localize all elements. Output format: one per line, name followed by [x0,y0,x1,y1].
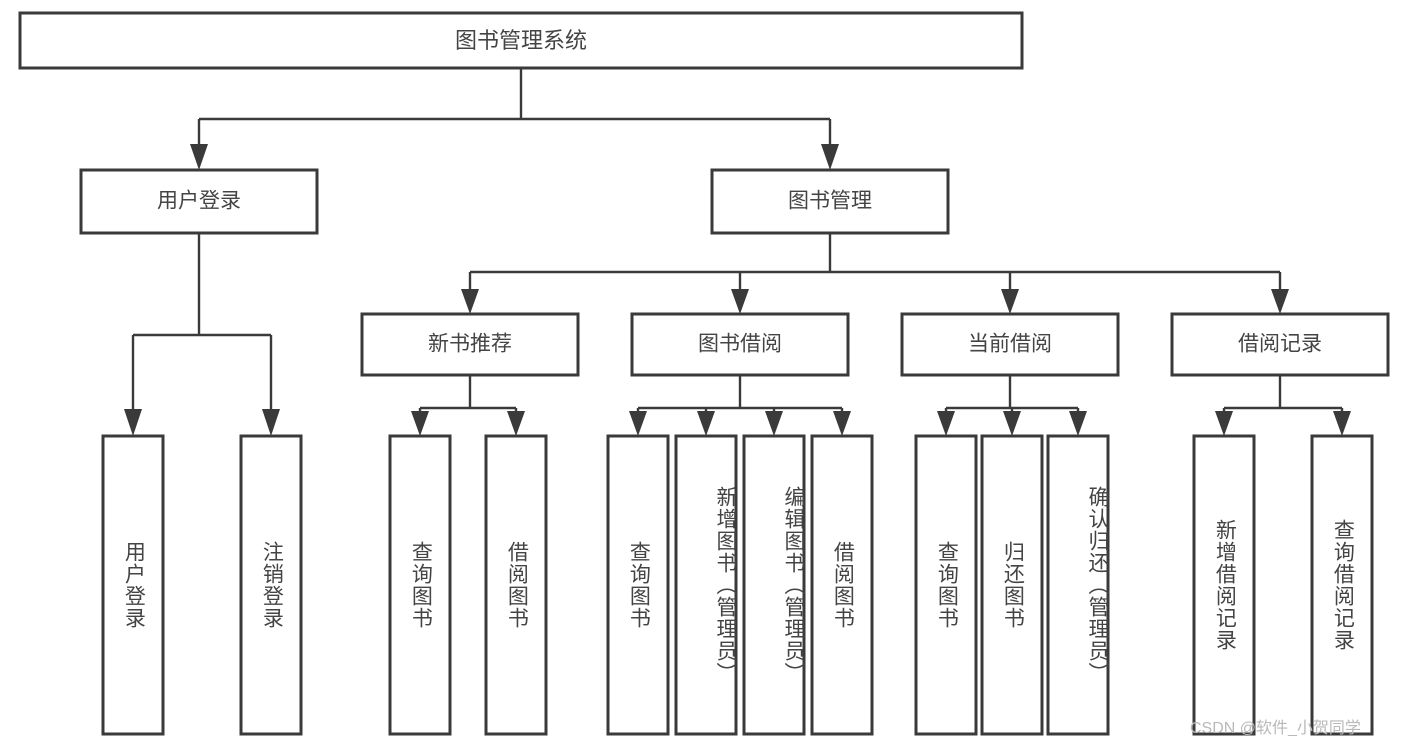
arrow-head-book-manage [821,144,839,170]
leaf-box-layer [101,434,1374,736]
node-leaf-query-book-3-box[interactable] [914,434,978,736]
arrow-head-leaf-query-record [1333,411,1351,436]
arrow-head-leaf-user-login [124,409,142,436]
node-leaf-add-record-box[interactable] [1192,434,1256,736]
node-leaf-borrow-book-1-box[interactable] [484,434,548,736]
node-leaf-user-login-box[interactable] [101,434,165,736]
node-book-borrow-box[interactable] [630,312,850,377]
node-book-manage-label: 图书管理 [788,190,872,213]
arrow-head-leaf-borrow-book-1 [507,411,525,436]
arrow-head-leaf-confirm-return [1069,411,1087,436]
node-book-manage-box[interactable] [710,168,950,235]
node-root-box[interactable] [18,11,1024,70]
node-new-book-recommend-label: 新书推荐 [428,333,512,356]
arrow-head-leaf-query-book-2 [629,411,647,436]
arrow-head-leaf-query-book-3 [937,411,955,436]
node-current-borrow-box[interactable] [900,312,1120,377]
arrow-head-leaf-logout [262,409,280,436]
node-new-book-recommend-box[interactable] [360,312,580,377]
node-leaf-logout-box[interactable] [239,434,303,736]
node-user-login[interactable]: 用户登录 [79,168,319,235]
node-borrow-record[interactable]: 借阅记录 [1170,312,1390,377]
arrow-head-leaf-return-book [1003,411,1021,436]
node-leaf-add-book-box[interactable] [674,434,738,736]
node-leaf-query-book-1-box[interactable] [388,434,452,736]
node-leaf-edit-book-box[interactable] [742,434,806,736]
node-book-borrow-label: 图书借阅 [698,333,782,356]
node-borrow-record-box[interactable] [1170,312,1390,377]
node-current-borrow-label: 当前借阅 [968,333,1052,356]
node-borrow-record-label: 借阅记录 [1238,333,1322,356]
arrow-head-user-login [190,144,208,170]
node-leaf-return-book-box[interactable] [980,434,1044,736]
connector-layer [124,68,1351,436]
node-root-label: 图书管理系统 [455,28,587,53]
arrow-head-leaf-borrow-book-2 [833,411,851,436]
node-new-book-recommend[interactable]: 新书推荐 [360,312,580,377]
arrow-head-leaf-add-book [697,411,715,436]
arrow-head-borrow-record [1271,289,1289,314]
node-leaf-query-book-2-box[interactable] [606,434,670,736]
node-leaf-query-record-box[interactable] [1310,434,1374,736]
node-current-borrow[interactable]: 当前借阅 [900,312,1120,377]
arrow-head-leaf-edit-book [765,411,783,436]
node-book-manage[interactable]: 图书管理 [710,168,950,235]
csdn-watermark: CSDN @软件_小贺同学 [1190,720,1361,737]
arrow-head-leaf-add-record [1215,411,1233,436]
arrow-head-new-book-recommend [461,289,479,314]
arrow-head-leaf-query-book-1 [411,411,429,436]
node-root[interactable]: 图书管理系统 [18,11,1024,70]
node-leaf-borrow-book-2-box[interactable] [810,434,874,736]
node-leaf-confirm-return-box[interactable] [1046,434,1110,736]
node-user-login-box[interactable] [79,168,319,235]
node-book-borrow[interactable]: 图书借阅 [630,312,850,377]
arrow-head-current-borrow [1001,289,1019,314]
arrow-head-book-borrow [731,289,749,314]
node-user-login-label: 用户登录 [157,190,241,213]
